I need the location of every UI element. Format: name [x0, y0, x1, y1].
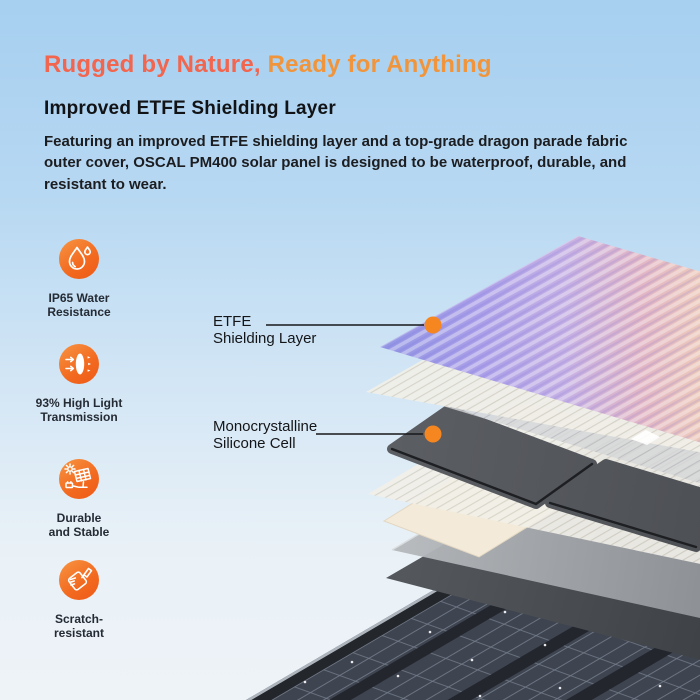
water-drop-icon [68, 246, 92, 270]
cell-edge-shadow [548, 501, 698, 549]
callout-etfe-label: ETFE Shielding Layer [213, 313, 317, 348]
callout-dot-etfe [424, 316, 442, 334]
section-heading: Improved ETFE Shielding Layer [44, 98, 336, 119]
feature-disc [59, 459, 99, 499]
light-transmission-icon [65, 353, 91, 375]
feature-label: Scratch-resistant [53, 612, 105, 641]
title-part-coral: Rugged by Nature, [44, 51, 261, 78]
etfe-shielding-layer [380, 236, 700, 443]
feature-disc [59, 344, 99, 384]
scratch-icon [67, 567, 93, 591]
glass-glint [631, 430, 660, 445]
page-title: Rugged by Nature, Ready for Anything [44, 50, 664, 80]
cell-edge-shadow [390, 447, 594, 506]
feature-disc [59, 560, 99, 600]
description-text: Featuring an improved ETFE shielding lay… [44, 133, 628, 193]
feature-scratch-resistant: Scratch-resistant [13, 560, 145, 640]
feature-disc [59, 239, 99, 279]
cell-gap-band [246, 623, 700, 700]
monocrystalline-cells-layer [387, 405, 700, 552]
solar-panel-icon [64, 463, 92, 489]
copy-block: Rugged by Nature, Ready for Anything Imp… [44, 50, 664, 195]
callout-dot-cell [424, 425, 442, 443]
title-part-orange: Ready for Anything [260, 51, 492, 78]
callout-cell-label: Monocrystalline Silicone Cell [213, 418, 318, 453]
